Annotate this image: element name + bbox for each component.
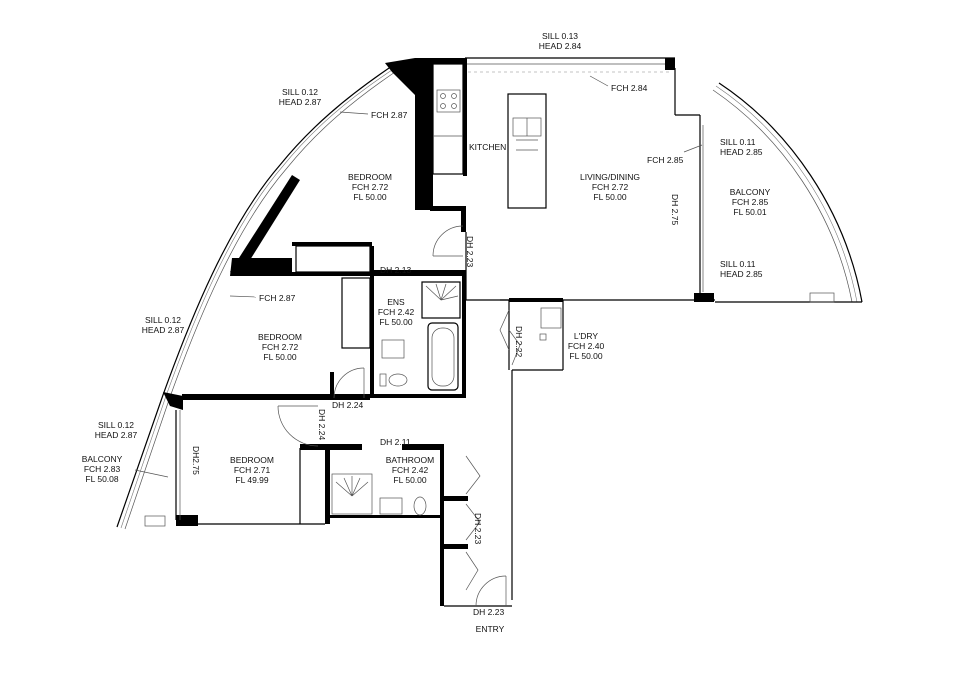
living-fl: FL 50.00 [593,192,627,202]
ensuite-fl: FL 50.00 [379,317,413,327]
window-bed1-head: HEAD 2.87 [279,97,322,107]
dh-living-balcony: DH 2.75 [670,194,680,225]
window-bed3-head: HEAD 2.87 [95,430,138,440]
bedroom-1-fch: FCH 2.72 [352,182,389,192]
bathroom-fch: FCH 2.42 [392,465,429,475]
partitions [175,68,715,607]
toilet-icon [388,373,408,387]
laundry-name: L'DRY [574,331,598,341]
bathroom-name: BATHROOM [386,455,434,465]
dh-bed2-b: DH 2.24 [317,409,327,440]
fch-bed1: FCH 2.87 [371,110,408,120]
bathtub-icon [427,322,459,391]
dh-ens: DH 2.13 [380,265,411,275]
balcony-left-fl: FL 50.08 [85,474,119,484]
bedroom-2-fch: FCH 2.72 [262,342,299,352]
leader-lines [134,75,703,478]
dh-bed3-balcony: DH2.75 [191,446,201,475]
ensuite-name: ENS [387,297,405,307]
bedroom-3-name: BEDROOM [230,455,274,465]
window-bed1-sill: SILL 0.12 [282,87,318,97]
bedroom-2-fl: FL 50.00 [263,352,297,362]
kitchen-name: KITCHEN [469,142,506,152]
fch-bed2: FCH 2.87 [259,293,296,303]
bedroom-2-name: BEDROOM [258,332,302,342]
vanity-icon [381,339,405,359]
balcony-left-fch: FCH 2.83 [84,464,121,474]
bedroom-3-fl: FL 49.99 [235,475,269,485]
ensuite-fch: FCH 2.42 [378,307,415,317]
fch-living-right: FCH 2.85 [647,155,684,165]
window-top-sill: SILL 0.13 [542,31,578,41]
dh-laundry: DH 2.22 [514,326,524,357]
living-fch: FCH 2.72 [592,182,629,192]
window-balcony-upper-sill: SILL 0.11 [720,137,756,147]
balcony-left-drain [144,515,166,527]
shower-icon [421,281,461,319]
top-glazing [465,57,675,73]
entry-name: ENTRY [476,624,505,634]
dh-entry: DH 2.23 [473,607,504,617]
balcony-right-fch: FCH 2.85 [732,197,769,207]
laundry-fl: FL 50.00 [569,351,603,361]
laundry-fixtures [539,307,562,341]
bedroom-1-fl: FL 50.00 [353,192,387,202]
window-bed2-head: HEAD 2.87 [142,325,185,335]
curved-glazing-right [712,82,863,303]
bedroom-3-fch: FCH 2.71 [234,465,271,475]
ensuite-fixtures [379,281,461,391]
bedroom-robe [295,245,371,349]
balcony-right-drain [809,292,835,303]
bathroom-fixtures [331,473,427,516]
laundry-fch: FCH 2.40 [568,341,605,351]
window-balcony-lower-head: HEAD 2.85 [720,269,763,279]
walls [163,58,714,606]
dh-bed1: DH 2.23 [465,236,475,267]
living-name: LIVING/DINING [580,172,640,182]
window-bed2-sill: SILL 0.12 [145,315,181,325]
bath-toilet-icon [413,496,427,516]
kitchen-bench [432,63,464,175]
bath-vanity-icon [379,497,403,515]
cooktop-icon [436,89,461,113]
curved-glazing-left [116,65,399,530]
balcony-right-name: BALCONY [730,187,771,197]
dh-bath: DH 2.11 [380,437,411,447]
window-top-head: HEAD 2.84 [539,41,582,51]
window-balcony-lower-sill: SILL 0.11 [720,259,756,269]
doors [277,225,521,607]
bedroom-1-name: BEDROOM [348,172,392,182]
bathroom-fl: FL 50.00 [393,475,427,485]
dh-hall: DH 2.23 [473,513,483,544]
window-balcony-upper-head: HEAD 2.85 [720,147,763,157]
balcony-right-fl: FL 50.01 [733,207,767,217]
dh-bed2-a: DH 2.24 [332,400,363,410]
kitchen-island [507,93,547,209]
fch-living-top: FCH 2.84 [611,83,648,93]
balcony-left-name: BALCONY [82,454,123,464]
bath-shower-icon [331,473,373,515]
window-bed3-sill: SILL 0.12 [98,420,134,430]
